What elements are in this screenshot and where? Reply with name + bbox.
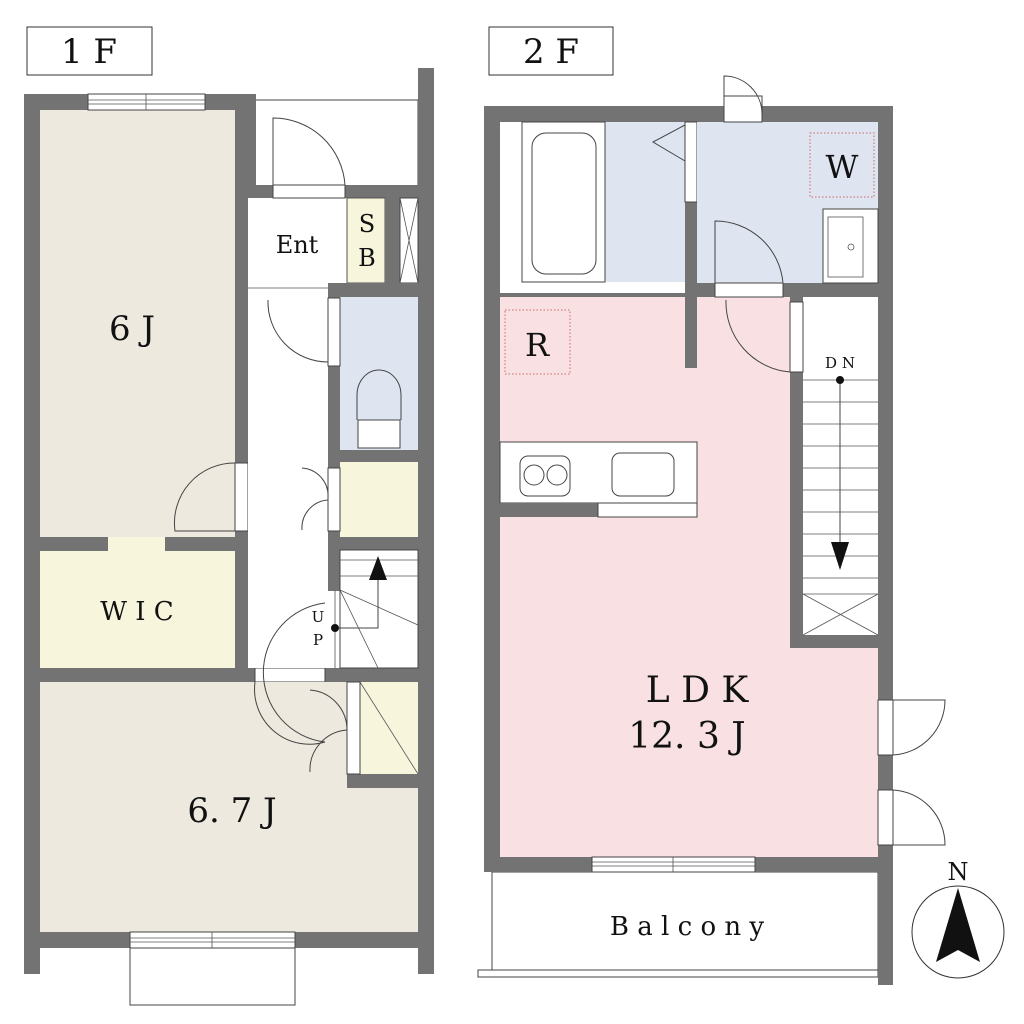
bath-floor: [605, 122, 685, 282]
room-wic: [40, 551, 235, 668]
door: [327, 297, 341, 367]
floor-1f: 1 F 6 J W I C 6. 7 J: [24, 26, 434, 1006]
door-swing: [173, 462, 236, 532]
floor-label: 1 F: [61, 32, 117, 72]
wall: [328, 283, 418, 297]
balcony-rail: [477, 969, 879, 978]
room-ldk-label: L D K: [646, 670, 750, 711]
compass-label: N: [948, 858, 969, 886]
washer-label: W: [826, 148, 859, 186]
toilet-icon: [356, 369, 402, 420]
stove-icon: [519, 455, 571, 497]
door-swing: [725, 299, 791, 373]
compass: N: [911, 858, 1005, 979]
door: [877, 789, 894, 846]
door: [234, 462, 249, 532]
door-swing: [301, 467, 329, 531]
wall: [24, 94, 40, 974]
floor-label-box: [488, 26, 614, 76]
fridge-space: [504, 309, 571, 375]
balcony: [491, 871, 879, 973]
porch: [254, 99, 419, 189]
room-6j: [40, 110, 235, 537]
washer-space: [809, 132, 875, 198]
door: [346, 681, 361, 775]
room-6j-label: 6 J: [109, 309, 155, 349]
entrance-door: [272, 184, 346, 199]
kitchen-counter: [499, 441, 698, 504]
door: [789, 301, 804, 373]
stairs-dot: [331, 624, 339, 632]
entrance-label: Ent: [276, 231, 319, 259]
wall: [24, 668, 434, 682]
entrance: [248, 198, 345, 283]
window: [591, 856, 756, 873]
sink-icon: [611, 452, 675, 497]
door-swing: [267, 299, 329, 363]
bathtub-icon: [531, 132, 597, 275]
fridge-label: R: [525, 326, 550, 364]
door: [877, 699, 894, 756]
door: [327, 467, 341, 532]
wall: [685, 283, 697, 368]
door: [254, 667, 326, 683]
washbasin-icon: [822, 208, 879, 284]
door: [684, 121, 698, 203]
window: [87, 93, 206, 111]
storage: [340, 462, 418, 537]
bath-door: [651, 124, 686, 162]
balcony-label: B a l c o n y: [610, 912, 764, 942]
room-wic-label: W I C: [100, 597, 173, 627]
window: [129, 931, 296, 949]
door-swing: [892, 789, 946, 846]
floor-label: 2 F: [523, 32, 579, 72]
shoe-box-label-b: B: [358, 244, 376, 272]
door-swing: [272, 117, 346, 186]
arrow-up-icon: [369, 556, 387, 580]
door: [723, 95, 763, 123]
shoe-box-label-s: S: [359, 210, 375, 238]
door-swing: [723, 75, 763, 122]
door-swing: [254, 602, 326, 745]
floor-2f: 2 F B a l c o n y D N L D K 12. 3 J R: [477, 26, 946, 985]
toilet-tank: [357, 419, 401, 449]
door: [714, 282, 784, 298]
bay-window: [129, 947, 296, 1006]
wall: [418, 68, 434, 974]
stairs-down-label: D N: [825, 354, 855, 372]
room-ldk-size: 12. 3 J: [628, 716, 745, 757]
wall: [340, 450, 418, 462]
room-6-7j-label: 6. 7 J: [187, 791, 276, 831]
wall: [385, 198, 400, 283]
wall: [235, 110, 248, 668]
door-swing: [714, 220, 784, 284]
stairs-dot: [836, 376, 844, 384]
arrow-down-icon: [831, 542, 849, 570]
opening: [108, 537, 165, 551]
counter-end: [597, 502, 698, 518]
wall: [340, 537, 418, 550]
floor-label-box: [26, 26, 153, 76]
wall: [500, 503, 598, 517]
north-arrow-icon: [936, 888, 980, 962]
door-swing: [892, 699, 946, 756]
shoe-box: [346, 197, 386, 284]
stairs-up-label-u: U: [312, 608, 325, 626]
stairs-up-label-p: P: [313, 631, 323, 649]
